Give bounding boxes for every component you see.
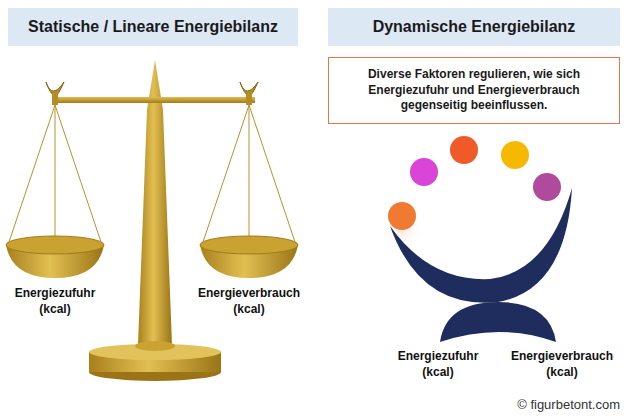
title-box: Dynamische Energiebilanz: [328, 8, 620, 46]
scale-hook-post: [52, 93, 58, 105]
panel-title: Dynamische Energiebilanz: [373, 17, 576, 38]
scale-pan-top: [200, 236, 298, 254]
base-shape: [440, 302, 556, 342]
title-box: Statische / Lineare Energiebilanz: [8, 8, 298, 46]
figure-label: Energieverbrauch (kcal): [511, 349, 613, 380]
watermark: © figurbetont.com: [517, 397, 620, 412]
scale-pole-foot: [135, 341, 175, 351]
ball: [533, 173, 561, 201]
note-text: Diverse Faktoren regulieren, wie sich En…: [339, 67, 609, 114]
ball: [388, 202, 416, 230]
scale-hook-post: [246, 93, 252, 105]
scale-pan-label: Energieverbrauch (kcal): [198, 286, 300, 317]
balance-scale: [6, 60, 298, 381]
note-box: Diverse Faktoren regulieren, wie sich En…: [328, 57, 620, 124]
scale-pan-top: [6, 236, 104, 254]
ball: [410, 158, 438, 186]
bowl-shape: [390, 188, 572, 303]
scale-beam: [55, 97, 255, 103]
juggler-figure: [380, 136, 572, 342]
ball: [450, 136, 478, 164]
scale-pole: [138, 60, 172, 349]
ball: [501, 141, 529, 169]
scale-strings: [8, 105, 296, 245]
figure-label: Energiezufuhr (kcal): [398, 349, 479, 380]
panel-title: Statische / Lineare Energiebilanz: [28, 17, 278, 38]
scale-pan-label: Energiezufuhr (kcal): [15, 286, 96, 317]
